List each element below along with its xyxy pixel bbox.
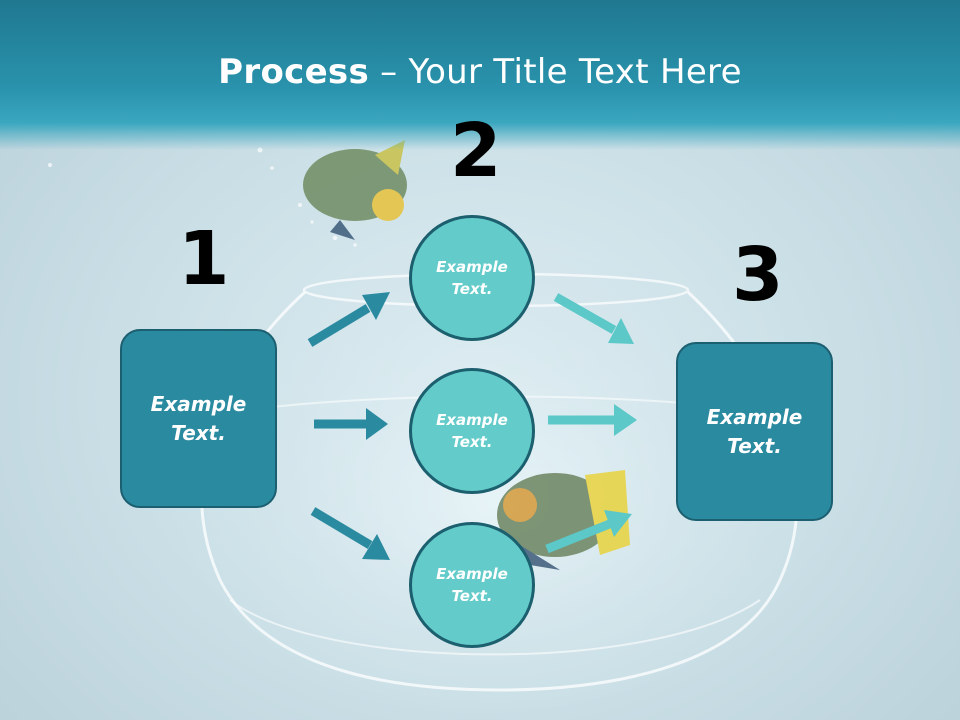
arrow-step1-to-circle1 [307,292,390,347]
step-1-text-line1: Example [150,391,247,416]
arrow-circle2-to-step3 [548,404,637,436]
arrow-circle3-to-step3 [545,510,632,554]
circle-2-text-line2: Text. [451,433,493,451]
arrow-step1-to-circle2 [314,408,388,440]
title-bold: Process [218,52,370,92]
step-number-3: 3 [732,232,784,318]
circle-3-text-line1: Example [436,564,508,583]
step-number-2: 2 [450,108,502,194]
step-3-text-line1: Example [706,404,803,429]
step-1-text-line2: Text. [171,420,226,445]
arrow-circle1-to-step3 [553,293,634,344]
title-rest: – Your Title Text Here [369,52,742,92]
title-bar [0,0,960,150]
fish-icon [303,140,407,240]
step-number-1: 1 [178,216,230,302]
step-3-text-line2: Text. [727,433,782,458]
circle-1-text-line2: Text. [451,280,493,298]
circle-3-text-line2: Text. [451,587,493,605]
slide-title: Process – Your Title Text Here [0,52,960,92]
arrow-step1-to-circle3 [310,507,390,560]
circle-1-text-line1: Example [436,257,508,276]
circle-2-text-line1: Example [436,410,508,429]
